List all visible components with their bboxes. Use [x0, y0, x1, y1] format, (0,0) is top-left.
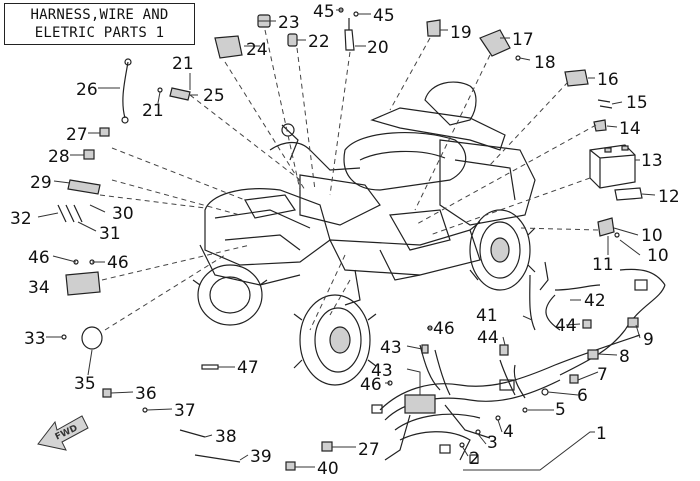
callout-10a: 10 — [641, 226, 663, 246]
callout-42: 42 — [584, 291, 606, 311]
callout-47: 47 — [237, 358, 259, 378]
callout-8: 8 — [619, 347, 630, 367]
forward-direction-arrow: FWD — [37, 415, 89, 451]
callout-26: 26 — [76, 80, 98, 100]
callout-20: 20 — [367, 38, 389, 58]
part-22-plug-icon — [287, 33, 298, 47]
callout-38: 38 — [215, 427, 237, 447]
leader-lines — [37, 9, 656, 471]
part-35-horn-icon — [81, 326, 103, 350]
callout-11: 11 — [592, 255, 614, 275]
callout-41: 41 — [476, 306, 498, 326]
callout-21a: 21 — [172, 54, 194, 74]
callout-16: 16 — [597, 70, 619, 90]
part-24-relay-icon — [214, 35, 243, 59]
callout-46a: 46 — [28, 248, 50, 268]
diagram-title-box: HARNESS,WIRE AND ELETRIC PARTS 1 — [4, 3, 195, 45]
part-29-bracket-icon — [67, 179, 101, 195]
callout-33: 33 — [24, 329, 46, 349]
fuse-box-icon — [404, 394, 436, 414]
callout-5: 5 — [555, 400, 566, 420]
callout-46b: 46 — [107, 253, 129, 273]
callout-9: 9 — [643, 330, 654, 350]
part-17-regulator-icon — [479, 29, 511, 57]
title-line-2: ELETRIC PARTS 1 — [34, 25, 165, 41]
callout-30: 30 — [112, 204, 134, 224]
part-11-connector-icon — [597, 217, 615, 237]
part-13-battery-icon — [589, 144, 636, 189]
callout-23: 23 — [278, 13, 300, 33]
callout-45a: 45 — [313, 2, 335, 22]
callout-43b: 43 — [371, 361, 393, 381]
callout-17: 17 — [512, 30, 534, 50]
callout-35: 35 — [74, 374, 96, 394]
callout-labels: 1 2 3 4 5 6 7 8 9 10 10 11 12 13 14 15 1… — [10, 2, 680, 479]
callout-3: 3 — [487, 433, 498, 453]
callout-31: 31 — [99, 224, 121, 244]
callout-18: 18 — [534, 53, 556, 73]
callout-46d: 46 — [360, 375, 382, 395]
callout-44a: 44 — [477, 328, 499, 348]
callout-2: 2 — [469, 449, 480, 469]
callout-40: 40 — [317, 459, 339, 479]
part-16-relay-icon — [564, 69, 589, 87]
callout-14: 14 — [619, 119, 641, 139]
part-20-sensor-icon — [344, 18, 355, 51]
callout-24: 24 — [246, 40, 268, 60]
callout-4: 4 — [503, 422, 514, 442]
callout-43a: 43 — [380, 338, 402, 358]
title-line-1: HARNESS,WIRE AND — [30, 7, 169, 23]
callout-34: 34 — [28, 278, 50, 298]
callout-22: 22 — [308, 32, 330, 52]
callout-13: 13 — [641, 151, 663, 171]
callout-6: 6 — [577, 386, 588, 406]
callout-29: 29 — [30, 173, 52, 193]
part-19-switch-icon — [426, 19, 441, 37]
callout-32: 32 — [10, 209, 32, 229]
callout-36: 36 — [135, 384, 157, 404]
callout-39: 39 — [250, 447, 272, 467]
callout-46c: 46 — [433, 319, 455, 339]
callout-27a: 27 — [66, 125, 88, 145]
parts-glyphs — [57, 7, 643, 471]
callout-12: 12 — [658, 187, 680, 207]
atv-illustration — [192, 81, 536, 386]
callout-1: 1 — [596, 424, 607, 444]
callout-25: 25 — [203, 86, 225, 106]
part-34-module-icon — [65, 271, 101, 296]
callout-37: 37 — [174, 401, 196, 421]
callout-19: 19 — [450, 23, 472, 43]
callout-7: 7 — [597, 365, 608, 385]
callout-28: 28 — [48, 147, 70, 167]
callout-45b: 45 — [373, 6, 395, 26]
callout-10b: 10 — [647, 246, 669, 266]
callout-21b: 21 — [142, 101, 164, 121]
main-wiring-harness — [371, 261, 666, 464]
callout-15: 15 — [626, 93, 648, 113]
callout-27b: 27 — [358, 440, 380, 460]
part-26-wire-icon — [122, 61, 129, 119]
callout-44b: 44 — [555, 316, 577, 336]
